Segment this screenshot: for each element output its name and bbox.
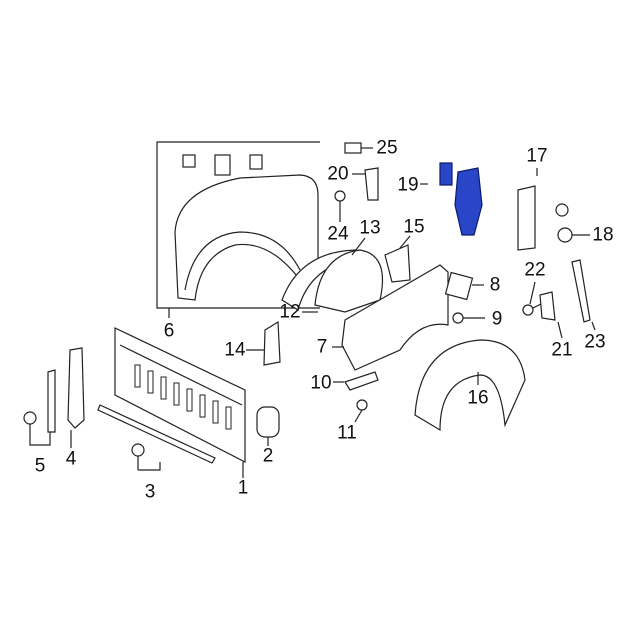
- callout-10: 10: [310, 372, 332, 394]
- callout-23: 23: [584, 331, 606, 353]
- callout-9: 9: [491, 308, 503, 330]
- callout-16: 16: [467, 387, 489, 409]
- part-18-nut: [557, 227, 573, 243]
- callout-5: 5: [34, 455, 46, 477]
- part-14: [263, 320, 281, 366]
- part-19-highlight-a: [439, 162, 453, 186]
- part-10: [344, 371, 379, 391]
- callout-22: 22: [524, 259, 546, 281]
- callout-18: 18: [592, 224, 614, 246]
- part-7-inner-panel: [341, 264, 449, 371]
- part-25-clip: [344, 142, 362, 154]
- part-6-bracket: [156, 141, 320, 309]
- callout-14: 14: [224, 339, 246, 361]
- callout-2: 2: [262, 445, 274, 467]
- callout-13: 13: [359, 217, 381, 239]
- callout-6: 6: [163, 320, 175, 342]
- part-20: [364, 167, 379, 201]
- callout-19: 19: [397, 174, 419, 196]
- part-3-seal: [97, 404, 216, 464]
- callout-11: 11: [337, 422, 357, 444]
- part-21-latch: [539, 291, 556, 321]
- part-17-bracket: [517, 185, 536, 251]
- callout-17: 17: [526, 145, 548, 167]
- callout-20: 20: [327, 163, 349, 185]
- callout-21: 21: [551, 339, 573, 361]
- callout-7: 7: [316, 336, 328, 358]
- callout-25: 25: [376, 137, 398, 159]
- callout-12: 12: [279, 301, 301, 323]
- callout-24: 24: [327, 223, 349, 245]
- part-23-strut: [571, 259, 591, 323]
- part-5-strip: [47, 369, 56, 433]
- callout-4: 4: [65, 448, 77, 470]
- part-2-handle: [256, 406, 280, 438]
- part-1-tailgate: [114, 327, 246, 463]
- part-19-highlight-b: [454, 167, 483, 236]
- part-15: [384, 244, 411, 283]
- callout-8: 8: [489, 274, 501, 296]
- part-4-bracket: [67, 347, 85, 429]
- callout-3: 3: [144, 481, 156, 503]
- part-16-wheelhouse: [414, 339, 526, 432]
- callout-1: 1: [237, 477, 249, 499]
- part-8-plate: [444, 271, 474, 301]
- callout-15: 15: [403, 216, 425, 238]
- part-13-liner: [314, 249, 384, 313]
